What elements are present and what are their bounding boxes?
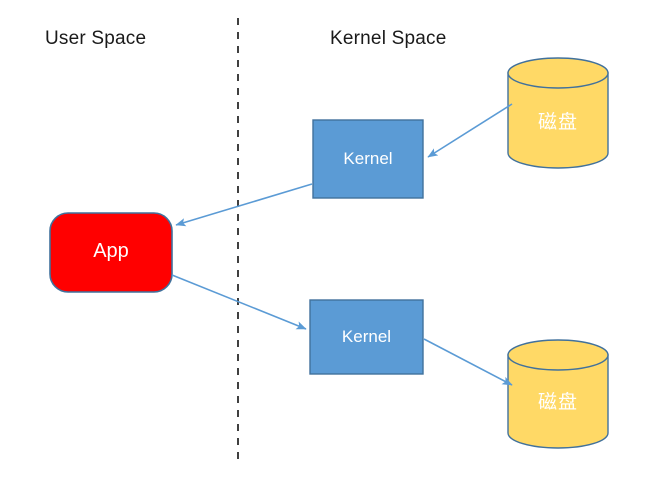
arrow-disk-top-to-kernel-top [427,103,513,158]
kernel-bottom-shape [309,299,424,375]
user-space-label: User Space [45,28,147,49]
kernel-top-shape [312,119,424,199]
disk-top-shape [507,57,609,169]
kernel-space-label: Kernel Space [330,28,447,49]
arrow-app-to-kernel-bottom [171,274,307,330]
arrow-kernel-bottom-to-disk-bottom [423,338,513,386]
arrow-kernel-top-to-app [175,183,313,227]
disk-bottom-shape [507,339,609,449]
app-shape [49,212,173,293]
